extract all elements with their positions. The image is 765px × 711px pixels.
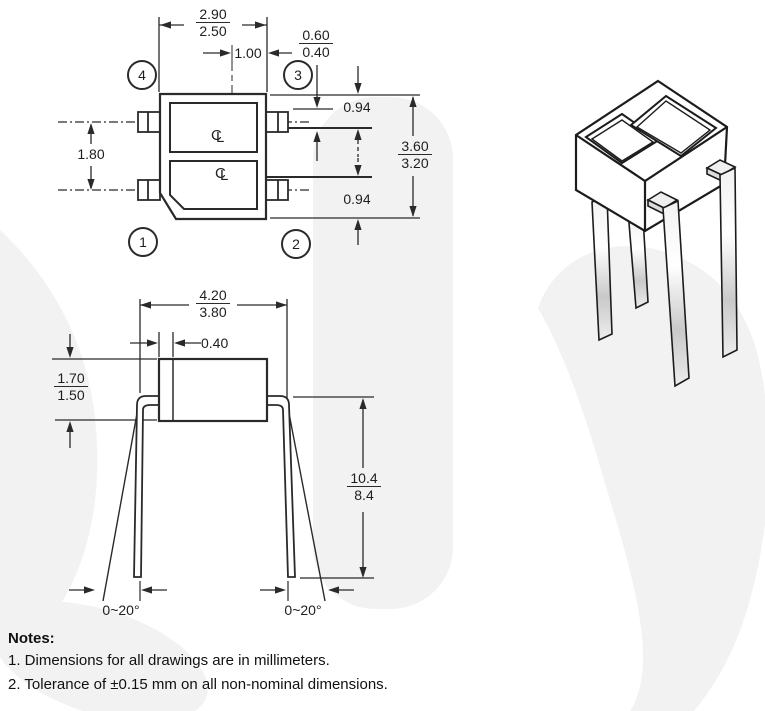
notes-heading: Notes:: [8, 630, 55, 647]
top-view-window-1: [169, 102, 258, 153]
dim-width: 2.90 2.50: [188, 6, 238, 39]
dim-lead-span-max: 4.20: [196, 287, 230, 304]
side-view-lead-left: [133, 395, 161, 578]
pin-balloon-3: 3: [283, 60, 313, 90]
pin-balloon-4: 4: [127, 60, 157, 90]
side-view-lead-right: [265, 395, 296, 578]
dim-lead-length: 10.4 8.4: [344, 470, 384, 503]
dim-lead-pitch: 1.80: [77, 146, 105, 162]
dim-body-height-max: 1.70: [54, 370, 88, 387]
dim-lead-length-max: 10.4: [347, 470, 381, 487]
top-view-pins: [137, 111, 289, 201]
dim-lead-angle-left: 0~20°: [102, 602, 140, 618]
dim-lead-span-min: 3.80: [199, 304, 227, 320]
iso-view: [574, 79, 738, 388]
top-view-arrowheads: [87, 21, 417, 230]
watermark-logo: [0, 97, 765, 711]
iso-lead-front: [646, 191, 690, 388]
dim-lead-length-min: 8.4: [354, 487, 374, 503]
dim-lead-width-max: 0.60: [299, 27, 333, 44]
side-view-dimension-lines: [52, 299, 374, 601]
dim-lead-angle-right: 0~20°: [284, 602, 322, 618]
dim-lead-thickness: 0.40: [201, 335, 229, 351]
iso-window-2-inner: [635, 100, 712, 154]
dim-width-min: 2.50: [199, 23, 227, 39]
side-view-splayed-leads: [102, 407, 326, 602]
side-view-body: [157, 357, 269, 423]
dim-body-height: 1.70 1.50: [51, 370, 91, 403]
dim-window-center-offset: 1.00: [234, 45, 262, 61]
dim-lead-width-min: 0.40: [302, 44, 330, 60]
note-item-2: 2. Tolerance of ±0.15 mm on all non-nomi…: [8, 676, 388, 693]
dim-lead-width: 0.60 0.40: [296, 27, 336, 60]
dim-top-edge-to-center: 0.94: [343, 99, 371, 115]
iso-window-1-inner: [590, 119, 655, 162]
side-view-component: [102, 357, 326, 602]
top-view-package: [137, 92, 289, 221]
top-view-body-outline: [158, 92, 268, 221]
iso-lead-right: [705, 159, 738, 359]
centerline-mark-1: C L: [211, 127, 225, 146]
centerline-mark-2: C L: [215, 165, 229, 184]
note-item-1: 1. Dimensions for all drawings are in mi…: [8, 652, 330, 669]
dim-lead-span: 4.20 3.80: [193, 287, 233, 320]
dim-height-max: 3.60: [398, 138, 432, 155]
pin-balloon-2: 2: [281, 229, 311, 259]
side-view-arrowheads: [66, 301, 367, 594]
dim-height-min: 3.20: [401, 155, 429, 171]
pin-balloon-1: 1: [128, 227, 158, 257]
dim-width-max: 2.90: [196, 6, 230, 23]
dim-bottom-edge-to-center: 0.94: [343, 191, 371, 207]
dim-height: 3.60 3.20: [395, 138, 435, 171]
top-view-window-2: [169, 160, 258, 210]
dim-body-height-min: 1.50: [57, 387, 85, 403]
